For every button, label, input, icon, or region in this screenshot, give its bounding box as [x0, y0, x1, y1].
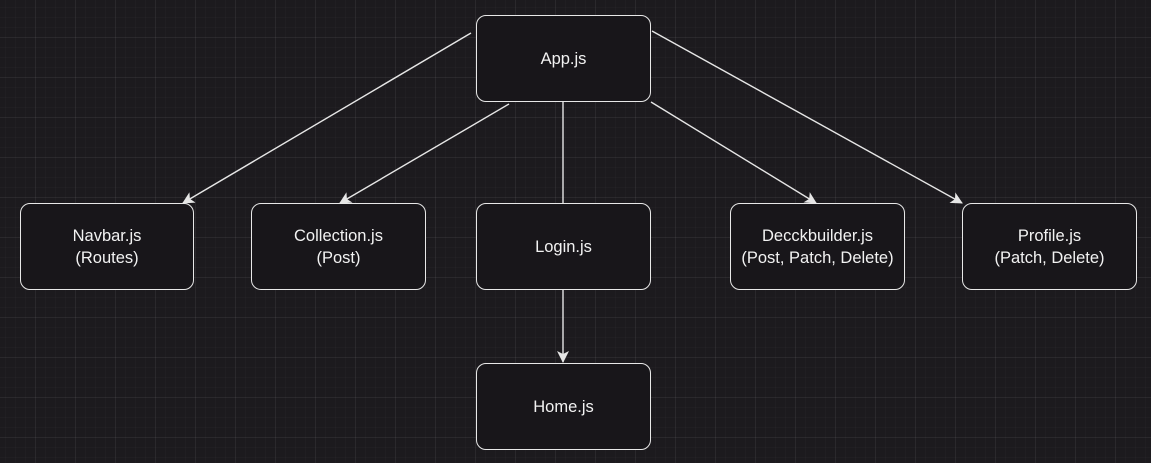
node-navbar-sublabel: (Routes) — [75, 248, 139, 267]
node-collection-label: Collection.js — [294, 226, 383, 245]
node-profile-label: Profile.js — [1017, 226, 1082, 245]
node-profile-sublabel: (Patch, Delete) — [994, 248, 1105, 267]
node-navbar[interactable]: Navbar.js (Routes) — [20, 203, 194, 290]
node-deckbuilder-sublabel: (Post, Patch, Delete) — [741, 248, 894, 267]
node-deckbuilder-label: Decckbuilder.js — [762, 226, 873, 245]
edge-app-deck — [650, 101, 817, 204]
node-home-label: Home.js — [533, 397, 594, 416]
edge-app-navbar — [182, 32, 472, 204]
node-deckbuilder[interactable]: Decckbuilder.js (Post, Patch, Delete) — [730, 203, 905, 290]
node-login[interactable]: Login.js — [476, 203, 651, 290]
node-home[interactable]: Home.js — [476, 363, 651, 450]
node-app-label: App.js — [540, 49, 587, 68]
edge-app-profile — [651, 30, 963, 204]
edge-app-collection — [339, 103, 510, 204]
node-app[interactable]: App.js — [476, 15, 651, 102]
node-login-label: Login.js — [535, 237, 592, 256]
node-profile[interactable]: Profile.js (Patch, Delete) — [962, 203, 1137, 290]
node-collection[interactable]: Collection.js (Post) — [251, 203, 426, 290]
node-navbar-label: Navbar.js — [72, 226, 142, 245]
node-collection-sublabel: (Post) — [316, 248, 361, 267]
